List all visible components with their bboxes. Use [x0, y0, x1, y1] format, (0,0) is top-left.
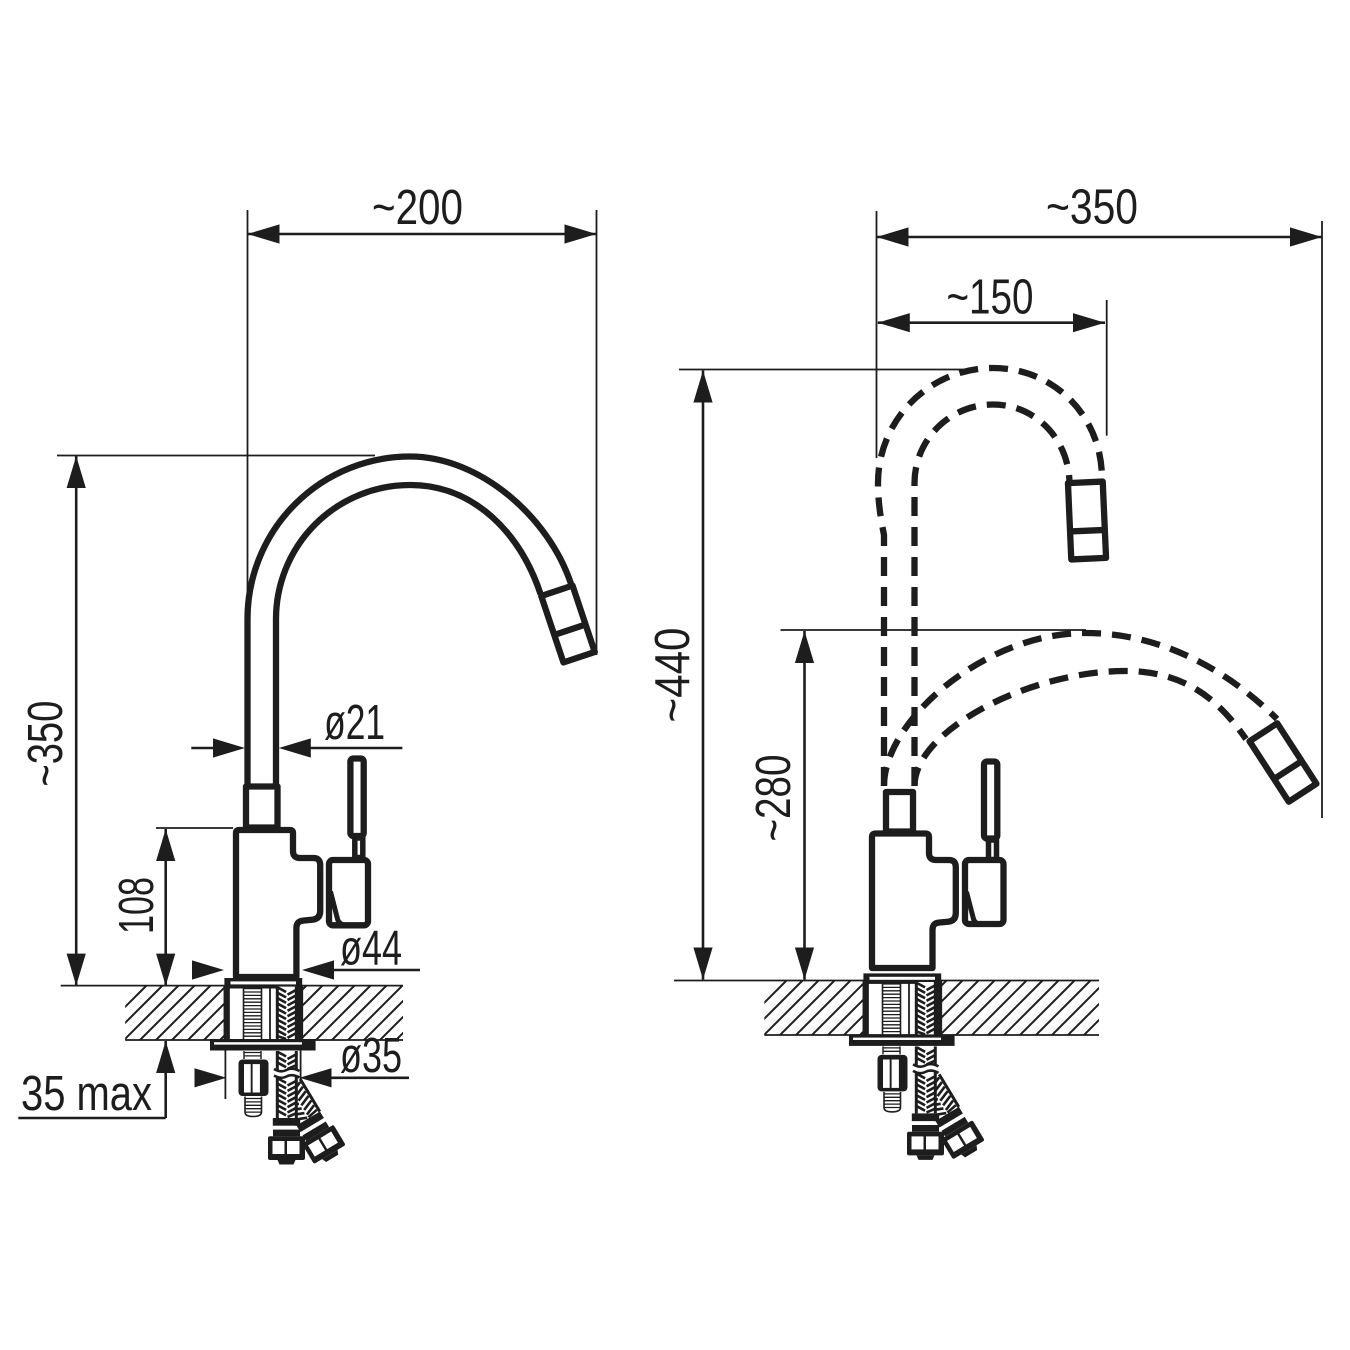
svg-text:ø44: ø44	[340, 922, 402, 976]
svg-text:~440: ~440	[646, 628, 700, 723]
svg-text:~350: ~350	[19, 701, 73, 787]
svg-text:35 max: 35 max	[21, 1067, 152, 1121]
svg-text:~280: ~280	[747, 755, 801, 842]
svg-text:~150: ~150	[947, 271, 1034, 325]
svg-text:~200: ~200	[372, 181, 463, 235]
svg-text:ø21: ø21	[324, 696, 385, 750]
svg-text:ø35: ø35	[340, 1029, 402, 1083]
svg-text:108: 108	[110, 877, 164, 934]
svg-text:~350: ~350	[1046, 181, 1138, 235]
